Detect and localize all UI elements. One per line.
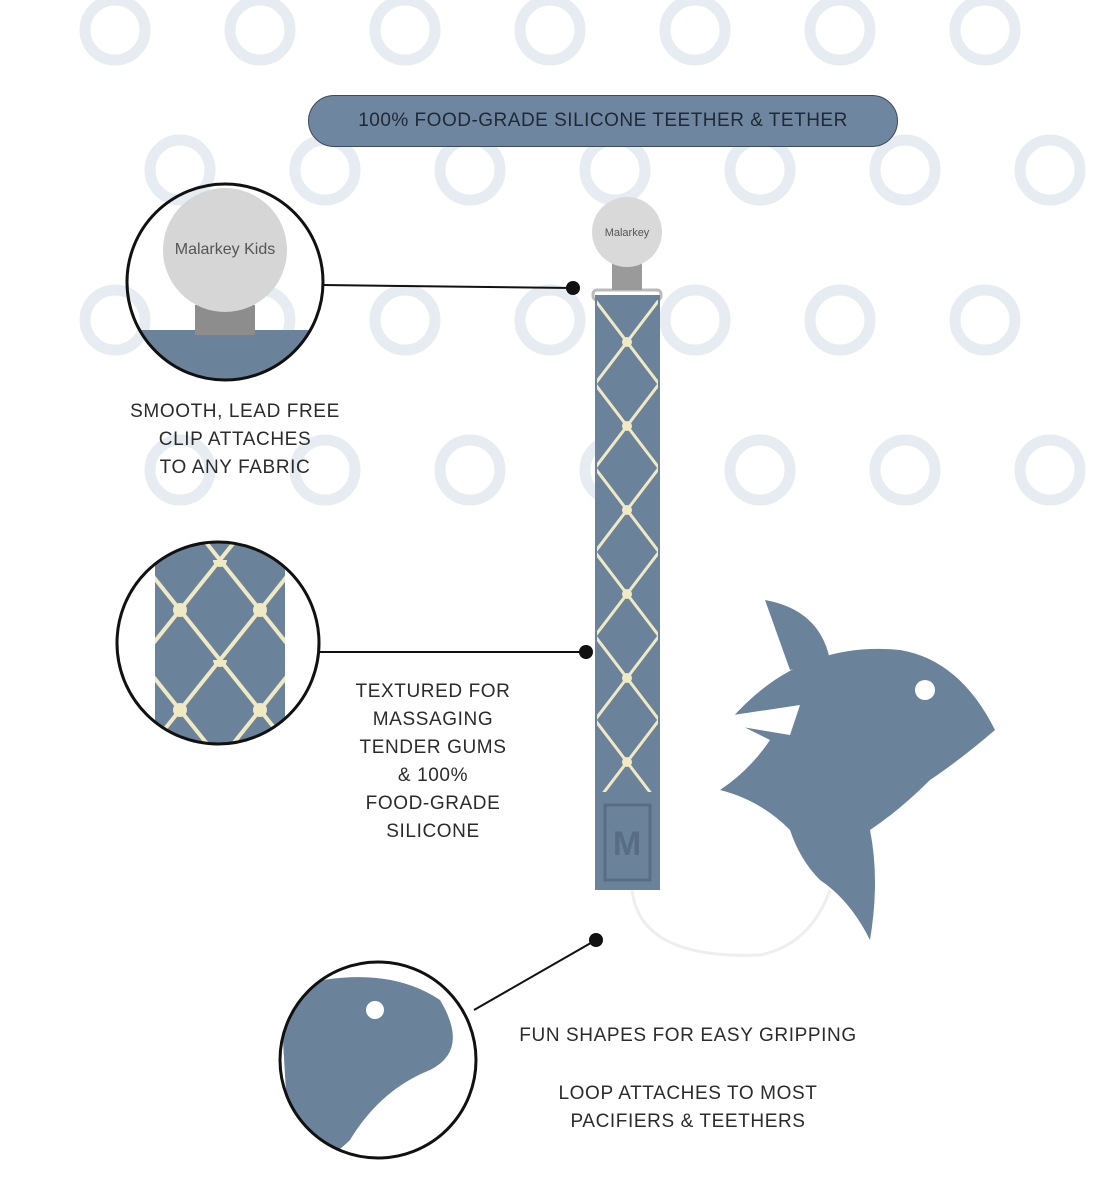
caption-texture: TEXTURED FOR MASSAGING TENDER GUMS & 100… — [313, 678, 553, 846]
caption-shapes: FUN SHAPES FOR EASY GRIPPING — [519, 1025, 857, 1046]
pattern-ring — [804, 284, 876, 356]
callout-dot — [589, 933, 603, 947]
pattern-ring — [949, 0, 1021, 66]
pattern-ring — [514, 0, 586, 66]
pattern-ring — [514, 284, 586, 356]
pacifier-clip: Malarkey — [591, 197, 663, 302]
pattern-ring — [869, 134, 941, 206]
pattern-ring — [144, 434, 216, 506]
pattern-ring — [1014, 434, 1086, 506]
caption-line: SMOOTH, LEAD FREE — [130, 401, 340, 422]
caption-line: LOOP ATTACHES TO MOST — [558, 1083, 818, 1104]
pattern-ring — [804, 0, 876, 66]
texture-detail — [155, 542, 285, 744]
pattern-ring — [434, 434, 506, 506]
caption-line: SILICONE — [386, 821, 480, 842]
caption-line: CLIP ATTACHES — [158, 429, 312, 450]
callout-dot — [579, 645, 593, 659]
pattern-ring — [949, 284, 1021, 356]
callout-dot — [566, 281, 580, 295]
pattern-ring — [224, 0, 296, 66]
leader-lines — [320, 284, 597, 1011]
caption-line: FOOD-GRADE — [365, 793, 501, 814]
caption-loop: LOOP ATTACHES TO MOST PACIFIERS & TEETHE… — [488, 1080, 888, 1136]
caption-line: & 100% — [397, 765, 469, 786]
pattern-ring — [659, 284, 731, 356]
caption-line: PACIFIERS & TEETHERS — [570, 1111, 806, 1132]
svg-text:Malarkey Kids: Malarkey Kids — [175, 241, 275, 258]
caption-line: TEXTURED FOR — [355, 681, 511, 702]
headline-banner: 100% FOOD-GRADE SILICONE TEETHER & TETHE… — [308, 95, 898, 147]
pattern-ring — [659, 0, 731, 66]
string-loop — [630, 889, 832, 957]
pattern-ring — [869, 434, 941, 506]
pattern-ring — [369, 0, 441, 66]
pattern-ring — [289, 434, 361, 506]
caption-line: TENDER GUMS — [359, 737, 507, 758]
clip-detail: Malarkey Kids — [127, 188, 323, 380]
pattern-ring — [79, 0, 151, 66]
shark-detail — [280, 977, 453, 1158]
pattern-ring — [79, 284, 151, 356]
pattern-ring — [724, 434, 796, 506]
pattern-ring — [144, 134, 216, 206]
svg-text:M: M — [613, 825, 641, 863]
shark-teether — [700, 600, 995, 940]
caption-line: MASSAGING — [372, 709, 494, 730]
pattern-ring — [1014, 134, 1086, 206]
svg-text:Malarkey: Malarkey — [605, 227, 650, 239]
caption-line: TO ANY FABRIC — [159, 457, 311, 478]
caption-clip: SMOOTH, LEAD FREE CLIP ATTACHES TO ANY F… — [100, 398, 370, 482]
pattern-ring — [369, 284, 441, 356]
